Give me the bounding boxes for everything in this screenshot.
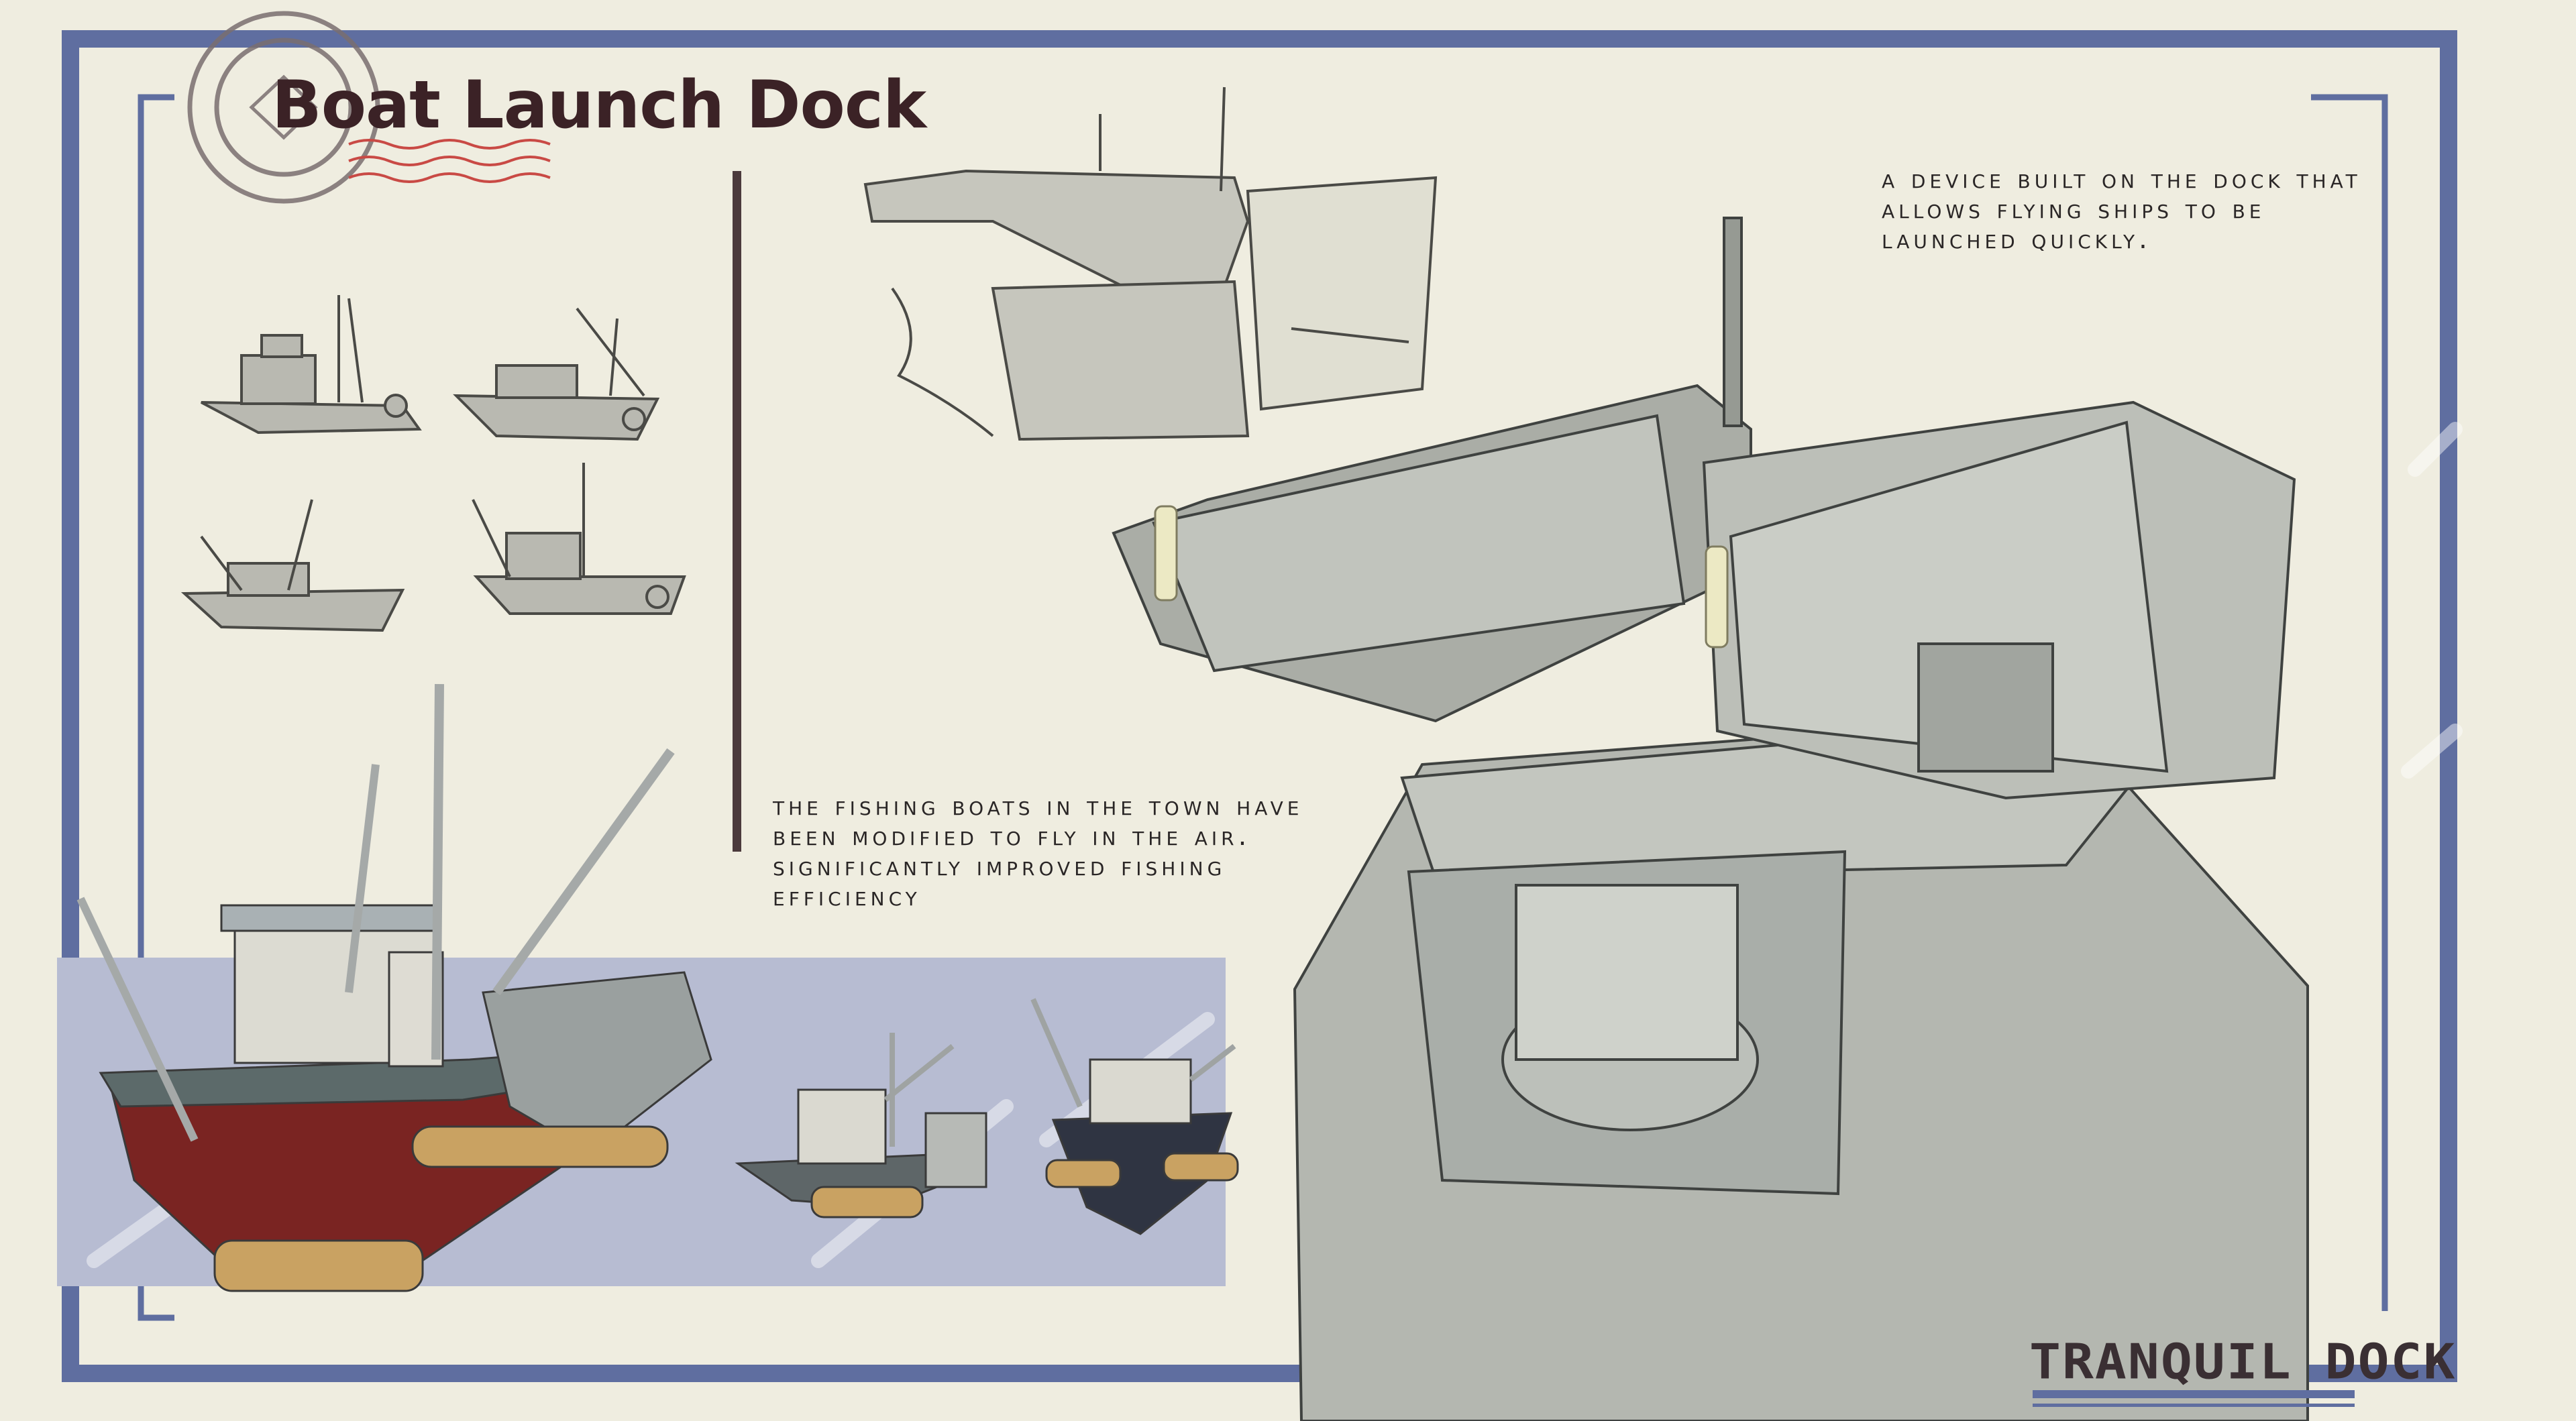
boats-caption: The fishing boats in the town have been … bbox=[773, 791, 1303, 912]
launcher-sketch bbox=[863, 87, 1438, 441]
fishing-boat-render-large bbox=[76, 683, 712, 1292]
launcher-lights bbox=[1154, 505, 1729, 648]
tranquil-dock-logo: TRANQUIL DOCK bbox=[2029, 1334, 2457, 1390]
boat-sketch-1 bbox=[201, 295, 422, 435]
boat-sketch-4 bbox=[472, 463, 686, 615]
postmark-stamp bbox=[187, 11, 380, 204]
fishing-boat-render-small-1 bbox=[735, 1033, 987, 1218]
logo-underline bbox=[2033, 1390, 2355, 1407]
outer-frame bbox=[62, 30, 2457, 1382]
vertical-divider bbox=[733, 171, 741, 852]
page-title: Boat Launch Dock bbox=[272, 67, 926, 144]
fishing-boat-render-small-2 bbox=[1030, 998, 1239, 1235]
inner-frame-brackets bbox=[138, 94, 2388, 1321]
postmark-wavy-lines bbox=[348, 139, 551, 183]
boat-sketch-2 bbox=[453, 307, 660, 441]
launcher-render bbox=[1112, 217, 2309, 1421]
device-caption: A device built on the dock that allows f… bbox=[1882, 164, 2361, 255]
boat-sketch-3 bbox=[180, 499, 405, 632]
